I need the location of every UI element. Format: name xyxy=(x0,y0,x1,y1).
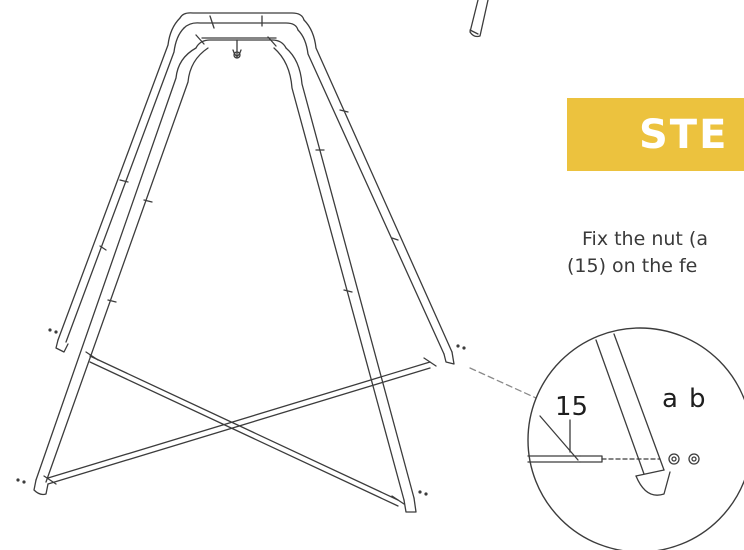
instruction-line-2: (15) on the fe xyxy=(567,255,698,277)
cross-support-bars xyxy=(43,351,437,507)
callout-part-a: a xyxy=(662,384,678,414)
detail-magnifier xyxy=(527,327,744,550)
instruction-line-1: Fix the nut (a xyxy=(582,228,708,250)
right-front-leg xyxy=(273,47,417,513)
left-back-leg xyxy=(55,17,185,353)
right-back-leg xyxy=(297,19,455,365)
step-banner: STE xyxy=(567,98,744,171)
step-title: STE xyxy=(639,112,729,158)
detail-leader-line xyxy=(469,367,537,399)
left-front-leg xyxy=(33,47,209,496)
callout-part-b: b xyxy=(689,384,706,414)
top-crossbar xyxy=(179,12,305,59)
callout-part-15: 15 xyxy=(555,392,589,422)
tube-end xyxy=(469,0,489,38)
bolt-markers xyxy=(16,328,466,496)
